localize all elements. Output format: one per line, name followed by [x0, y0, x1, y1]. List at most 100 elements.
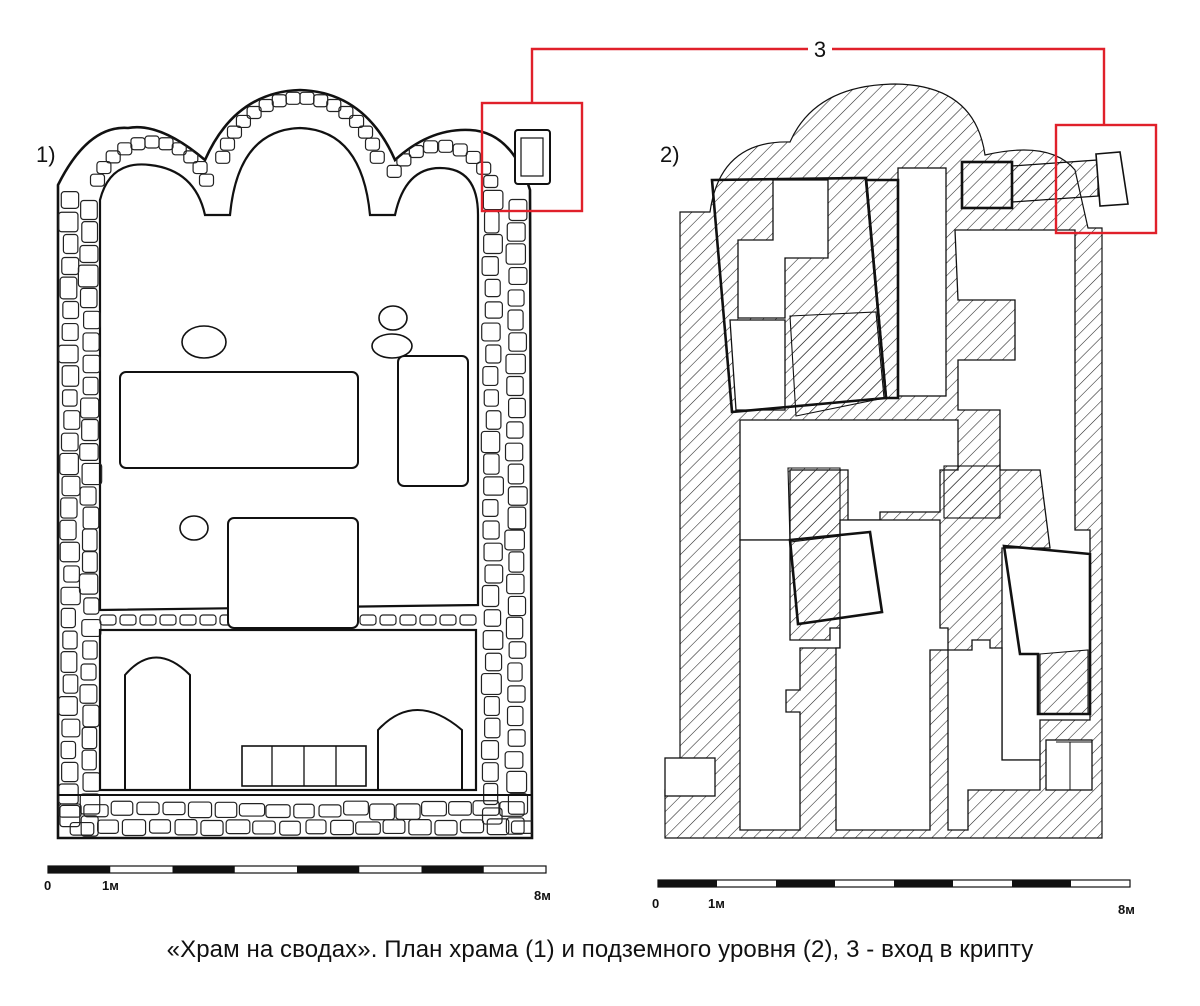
- wall-stone: [82, 640, 98, 660]
- wall-stone: [481, 322, 501, 342]
- wall-stone: [439, 614, 457, 626]
- scale-2-eight-meter: 8м: [1118, 902, 1135, 917]
- wall-stone: [382, 819, 406, 835]
- wall-stone: [183, 150, 199, 164]
- scale-bar-1: 0 1м 8м: [44, 865, 551, 903]
- wall-stone: [199, 614, 217, 626]
- callout-box-plan-2: [1054, 123, 1158, 235]
- wall-stone: [379, 614, 397, 626]
- wall-stone: [226, 125, 243, 139]
- wall-stone: [62, 630, 78, 650]
- wall-stone: [174, 819, 198, 836]
- scale-segment: [48, 866, 111, 873]
- scale-segment: [172, 866, 235, 873]
- wall-stone: [396, 153, 412, 167]
- wall-stone: [421, 800, 447, 817]
- wall-stone: [510, 820, 532, 834]
- plan-1-chamber-right: [397, 355, 469, 487]
- plan-2-label: 2): [660, 142, 680, 167]
- wall-stone: [162, 801, 186, 816]
- wall-stone: [482, 365, 499, 387]
- wall-stone: [408, 819, 432, 836]
- wall-stone: [246, 105, 262, 120]
- wall-stone: [285, 91, 301, 105]
- wall-stone: [476, 161, 492, 175]
- wall-stone: [508, 332, 528, 352]
- wall-stone: [61, 256, 80, 276]
- wall-stone: [506, 770, 528, 794]
- wall-stone: [78, 573, 99, 595]
- wall-stone: [338, 105, 354, 120]
- wall-stone: [504, 442, 524, 462]
- wall-stone: [83, 804, 109, 818]
- wall-stone: [59, 541, 81, 563]
- wall-stone: [97, 819, 119, 834]
- plan-1-stone: [378, 305, 408, 331]
- wall-stone: [423, 140, 439, 154]
- scale-bar-2: 0 1м 8м: [652, 879, 1135, 917]
- wall-stone: [485, 344, 502, 364]
- plan-2-crypt-entrance: [1095, 151, 1129, 207]
- wall-stone: [117, 142, 133, 156]
- plan-1-outer-wall: [56, 88, 534, 840]
- wall-stone: [82, 506, 100, 530]
- wall-stone: [119, 614, 137, 626]
- wall-stone: [482, 189, 504, 211]
- wall-stone: [508, 551, 525, 573]
- wall-stone: [187, 801, 213, 819]
- wall-stone: [506, 375, 524, 397]
- wall-stone: [486, 818, 510, 836]
- wall-stone: [121, 819, 147, 837]
- wall-stone: [483, 542, 503, 562]
- plan-2-voids: [664, 167, 1093, 831]
- scale-segment: [1012, 880, 1071, 887]
- wall-stone: [63, 565, 80, 583]
- plan-2-slabs: [710, 160, 1092, 716]
- figure-caption: «Храм на сводах». План храма (1) и подзе…: [166, 936, 1034, 963]
- wall-stone: [271, 94, 287, 108]
- wall-stone: [369, 803, 395, 821]
- wall-stone: [60, 191, 80, 209]
- wall-stone: [483, 174, 499, 189]
- wall-stone: [483, 453, 500, 475]
- wall-stone: [499, 801, 525, 817]
- wall-stone: [483, 695, 500, 717]
- wall-stone: [59, 519, 77, 541]
- wall-stone: [81, 528, 98, 552]
- callout-label: 3: [814, 37, 826, 62]
- wall-stone: [482, 498, 499, 518]
- wall-stone: [505, 817, 525, 835]
- wall-stone: [81, 749, 97, 771]
- wall-stone: [58, 696, 78, 716]
- wall-stone: [448, 801, 472, 816]
- wall-stone: [59, 804, 81, 828]
- wall-stone: [484, 301, 503, 319]
- wall-stone: [58, 211, 79, 233]
- plan-1-lower-arch-left: [124, 656, 191, 790]
- wall-stone: [395, 803, 421, 820]
- wall-stone: [399, 614, 417, 626]
- wall-stone: [505, 616, 524, 640]
- wall-stone: [357, 125, 374, 139]
- wall-stone: [60, 497, 78, 519]
- wall-stone: [480, 430, 501, 454]
- wall-stone: [484, 652, 503, 672]
- wall-stone: [81, 618, 102, 638]
- wall-stone: [60, 651, 78, 673]
- wall-stone: [506, 222, 526, 242]
- wall-stone: [58, 803, 82, 818]
- wall-stone: [144, 135, 160, 149]
- wall-stone: [507, 397, 526, 419]
- wall-stone: [482, 520, 500, 540]
- wall-stone: [158, 137, 174, 151]
- plan-2-underground: 2): [660, 83, 1129, 839]
- wall-stone: [419, 614, 437, 626]
- wall-stone: [60, 607, 76, 629]
- wall-stone: [81, 726, 98, 750]
- scale-2-one-meter: 1м: [708, 896, 725, 911]
- wall-stone: [198, 173, 215, 187]
- wall-stone: [507, 595, 527, 617]
- scale-1-one-meter: 1м: [102, 878, 119, 893]
- wall-stone: [58, 344, 79, 364]
